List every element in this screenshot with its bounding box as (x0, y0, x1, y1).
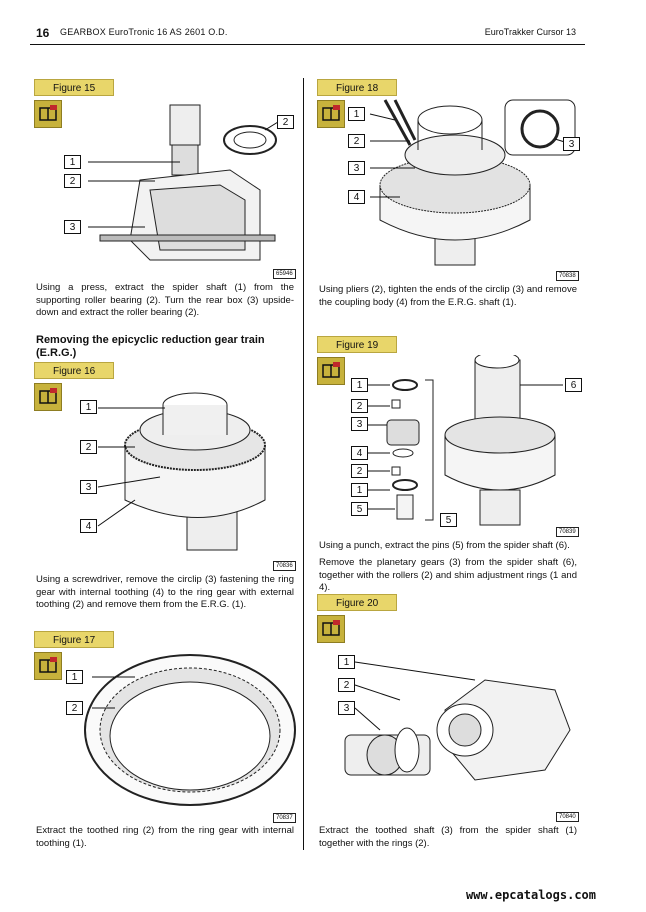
figure-15-caption: Using a press, extract the spider shaft … (36, 282, 294, 318)
figure-18-label: Figure 18 (317, 79, 397, 96)
callout-2: 2 (66, 701, 83, 715)
page-number: 16 (36, 26, 50, 40)
callout-1: 1 (66, 670, 83, 684)
figure-17-caption: Extract the toothed ring (2) from the ri… (36, 825, 294, 849)
figure-16-label: Figure 16 (34, 362, 114, 379)
callout-2: 2 (277, 115, 294, 129)
callout-6: 6 (565, 378, 582, 392)
callout-2: 2 (351, 464, 368, 478)
figure-15-label: Figure 15 (34, 79, 114, 96)
callout-4: 4 (80, 519, 97, 533)
callout-3: 3 (80, 480, 97, 494)
footer-url[interactable]: www.epcatalogs.com (465, 888, 596, 902)
figure-20-illustration (344, 661, 571, 781)
figure-icon (34, 652, 62, 680)
callout-1: 1 (80, 400, 97, 414)
callout-3: 3 (348, 161, 365, 175)
figure-code: 65946 (273, 269, 296, 279)
callout-4: 4 (348, 190, 365, 204)
figure-code: 70839 (556, 527, 579, 537)
callout-1: 1 (338, 655, 355, 669)
callout-3: 3 (563, 137, 580, 151)
callout-5: 5 (351, 502, 368, 516)
callout-3: 3 (338, 701, 355, 715)
figure-icon (317, 615, 345, 643)
figure-code: 70837 (273, 813, 296, 823)
figure-19-caption: Using a punch, extract the pins (5) from… (319, 540, 570, 551)
figure-code: 70840 (556, 812, 579, 822)
header-left-title: GEARBOX EuroTronic 16 AS 2601 O.D. (60, 27, 228, 37)
callout-3: 3 (64, 220, 81, 234)
figure-icon (317, 357, 345, 385)
figure-20-label: Figure 20 (317, 594, 397, 611)
figure-code: 70836 (273, 561, 296, 571)
figure-20-caption: Extract the toothed shaft (3) from the s… (319, 825, 577, 849)
callout-2: 2 (64, 174, 81, 188)
callout-1: 1 (348, 107, 365, 121)
figure-17-label: Figure 17 (34, 631, 114, 648)
callout-5: 5 (440, 513, 457, 527)
callout-2: 2 (338, 678, 355, 692)
section-heading: Removing the epicyclic reduction gear tr… (36, 334, 265, 359)
figure-19-illustration (365, 355, 563, 526)
callout-1: 1 (351, 483, 368, 497)
callout-2: 2 (348, 134, 365, 148)
figure-code: 70838 (556, 271, 579, 281)
figure-19-label: Figure 19 (317, 336, 397, 353)
column-divider (303, 78, 304, 850)
callout-2: 2 (351, 399, 368, 413)
header-right-title: EuroTrakker Cursor 13 (484, 27, 576, 37)
callout-4: 4 (351, 446, 368, 460)
figure-icon (317, 100, 345, 128)
figure-16-illustration (97, 392, 266, 551)
header-rule (30, 44, 585, 45)
figure-16-caption: Using a screwdriver, remove the circlip … (36, 574, 294, 610)
figure-19-caption-2: Remove the planetary gears (3) from the … (319, 557, 577, 593)
callout-3: 3 (351, 417, 368, 431)
figure-18-caption: Using pliers (2), tighten the ends of th… (319, 284, 577, 308)
figure-18-illustration (369, 99, 576, 266)
figure-15-illustration (88, 104, 279, 261)
figure-icon (34, 383, 62, 411)
callout-2: 2 (80, 440, 97, 454)
figure-icon (34, 100, 62, 128)
figure-17-illustration (84, 654, 296, 806)
callout-1: 1 (351, 378, 368, 392)
callout-1: 1 (64, 155, 81, 169)
